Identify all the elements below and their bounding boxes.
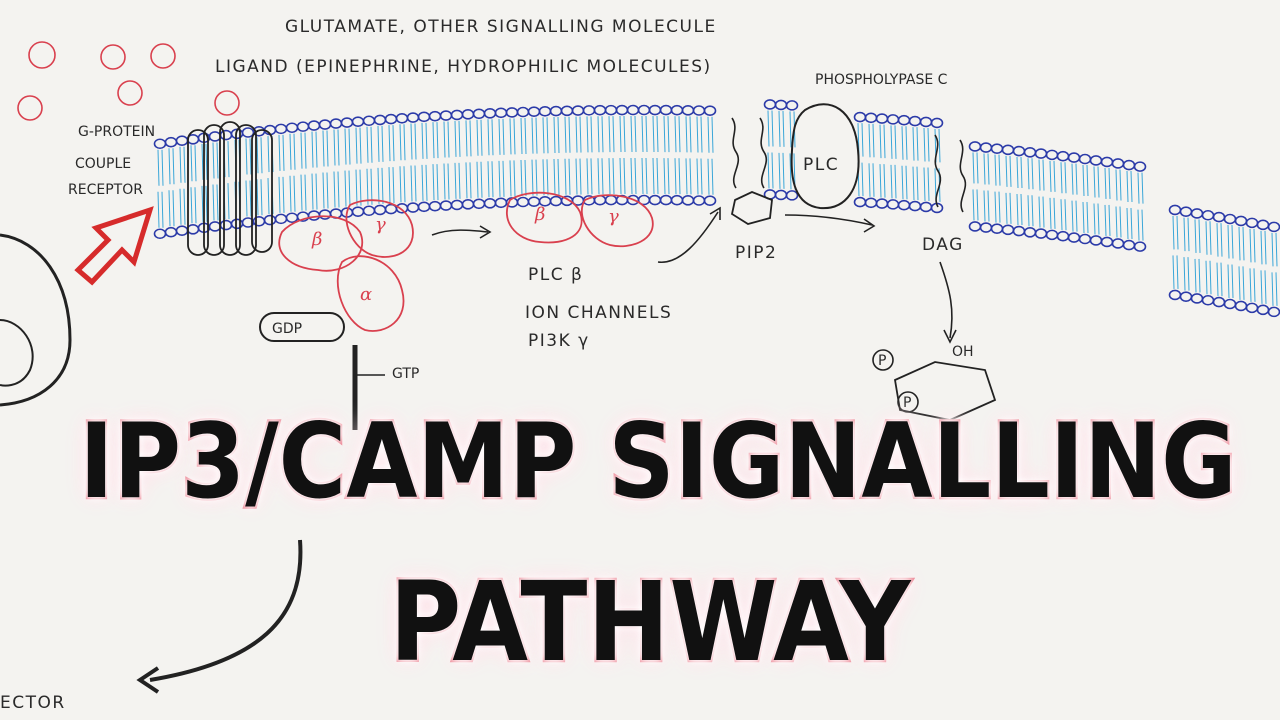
pip2-molecule [730,191,773,225]
pip2-label: PIP2 [735,243,777,263]
receptor-label-3: RECEPTOR [68,182,143,198]
arrow-to-ip3-head [943,329,957,344]
gdp-pill [259,312,345,342]
target-ion-channels: ION CHANNELS [525,303,672,323]
phosphate-1-label: P [878,353,886,369]
g-protein-receptor [187,121,273,256]
target-pi3k-gamma: PI3K γ [528,331,590,351]
ip3-ring [893,361,997,421]
phosphate-1 [872,349,894,371]
effector-arrow [149,539,303,682]
receptor-label-1: G-PROTEIN [78,124,155,140]
arrow-to-pip2 [657,211,719,263]
g-protein-subunits [278,191,654,332]
arrow-to-dag-head [863,218,876,233]
plc-abbrev: PLC [803,155,839,175]
subunit-beta-label: β [311,229,322,250]
arrow-to-pip2-head [709,206,721,220]
subunit-gamma-label-2: γ [608,206,619,227]
plc-enzyme [790,103,860,210]
gtp-label: GTP [392,366,419,382]
phosphate-2-label: P [903,395,911,411]
arrow-to-targets [431,229,489,236]
arrow-to-targets-head [479,225,492,239]
receptor-label-2: COUPLE [75,156,131,172]
title-line-2: PATHWAY [387,557,912,689]
activation-arrow [74,206,154,286]
subunit-beta-label-2: β [534,204,545,225]
cell-outline [0,233,72,407]
dag-channel-2 [934,134,942,208]
membrane-tails [157,110,1278,306]
subunit-alpha-label: α [360,284,372,305]
dag-label: DAG [922,235,964,255]
subunit-gamma-label: γ [375,214,386,235]
oh-label: OH [952,344,974,360]
top-label-1: GLUTAMATE, OTHER SIGNALLING MOLECULE [285,17,717,37]
enzyme-label: PHOSPHOLYPASE C [815,72,948,88]
effector-arrow-head [136,666,160,694]
dag-channel [959,139,967,213]
membrane-heads [153,99,1280,318]
effector-label: ECTOR [0,693,66,713]
top-label-2: LIGAND (EPINEPHRINE, HYDROPHILIC MOLECUL… [215,57,712,77]
phosphate-2 [897,391,919,413]
arrow-to-ip3 [939,261,953,339]
title-line-1: IP3/CAMP SIGNALLING [77,399,1238,523]
ligand-molecules [17,41,240,121]
channel-left [731,117,740,189]
target-plc-beta: PLC β [528,265,583,285]
vesicle [0,319,34,387]
channel-right [759,117,768,189]
gdp-label: GDP [272,321,302,337]
arrow-to-dag [784,214,873,226]
